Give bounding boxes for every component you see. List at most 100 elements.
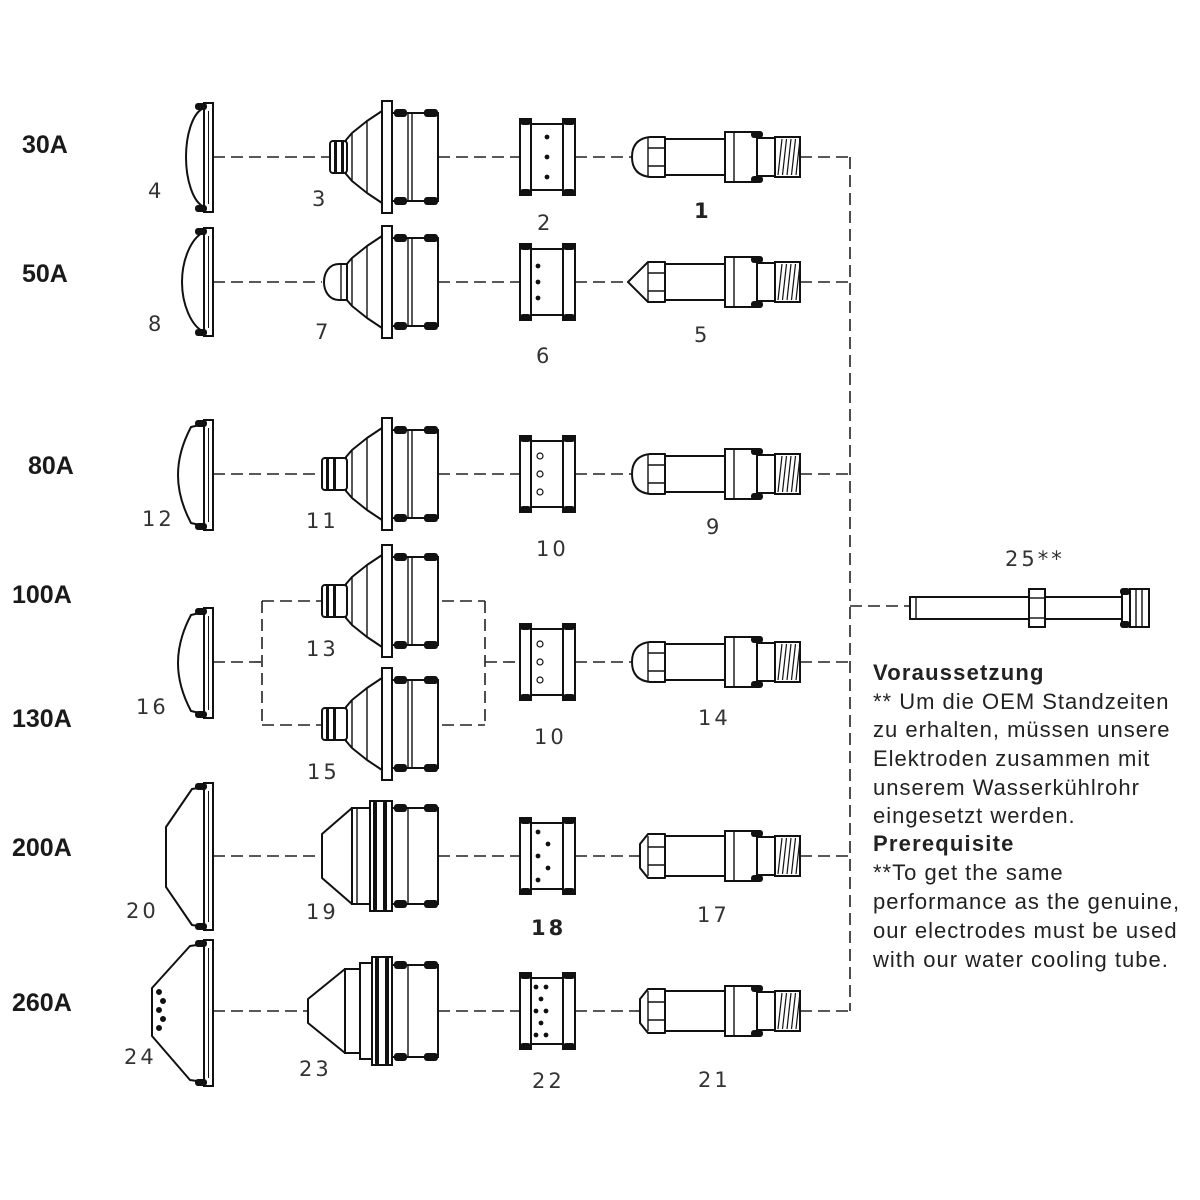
part-number-nozzle-130a: 15 (307, 760, 340, 784)
electrode-body (664, 835, 726, 877)
nozzle-body (391, 807, 439, 905)
part-number-shield: 24 (124, 1045, 157, 1069)
swirl-ring-200a (519, 817, 576, 895)
part-number-labels: 4 3 2 1 8 7 6 5 12 11 10 9 16 13 15 10 1… (124, 179, 1062, 1093)
swirl-hole (538, 1020, 544, 1026)
swirl-ring-right-band (562, 972, 576, 1050)
electrode-body (664, 990, 726, 1032)
amperage-label-50a: 50A (22, 260, 68, 288)
swirl-ring-50a (519, 243, 576, 321)
o-ring (751, 131, 763, 138)
swirl-hole (535, 853, 541, 859)
electrode-neck (756, 262, 776, 302)
shield-front-face (185, 107, 205, 208)
o-ring (424, 197, 438, 205)
part-number-electrode: 14 (698, 706, 731, 730)
shield-o-ring-top (195, 103, 207, 110)
shield-front-face (177, 611, 205, 715)
electrode-neck (756, 137, 776, 177)
swirl-ring-left-band (519, 118, 532, 196)
electrode-collar (724, 256, 758, 308)
o-ring (394, 514, 407, 522)
tip-ring (326, 458, 329, 490)
shield-o-ring-top (195, 228, 207, 235)
o-ring (520, 436, 531, 442)
part-number-nozzle: 19 (306, 900, 339, 924)
part-number-nozzle: 23 (299, 1057, 332, 1081)
shield-o-ring-bottom (195, 205, 207, 212)
shield-cap-100a-130a (177, 607, 214, 719)
electrode-collar (724, 131, 758, 183)
nozzle-260a (307, 956, 439, 1066)
swirl-ring-right-band (562, 435, 576, 513)
o-ring (751, 830, 763, 837)
swirl-hole (533, 1008, 539, 1014)
o-ring (520, 314, 531, 320)
thread-line (786, 138, 792, 176)
nozzle-body (391, 964, 439, 1058)
thread-line (790, 455, 797, 493)
electrode-hex-tip (639, 833, 666, 879)
part-number-nozzle-100a: 13 (306, 637, 339, 661)
thread-line (781, 837, 788, 875)
swirl-ring-left-band (519, 817, 532, 895)
nozzle-100a (321, 544, 439, 658)
o-ring (563, 314, 575, 320)
swirl-hole (536, 658, 544, 666)
nozzle-flange (381, 417, 393, 531)
tip-ring (333, 585, 336, 617)
note-line-german: ** Um die OEM Standzeiten (873, 689, 1169, 714)
shield-vent-hole (156, 988, 163, 995)
thread-line (777, 992, 783, 1030)
electrode-neck (756, 991, 776, 1031)
o-ring (563, 973, 575, 979)
note-line-english: **To get the same (873, 860, 1064, 885)
swirl-hole (533, 1032, 539, 1038)
swirl-hole (544, 174, 550, 180)
swirl-ring-260a (519, 972, 576, 1050)
swirl-hole (543, 984, 549, 990)
swirl-hole (533, 984, 539, 990)
note-line-german: eingesetzt werden. (873, 803, 1076, 828)
o-ring (751, 301, 763, 308)
o-ring (394, 676, 407, 684)
electrode-collar (724, 636, 758, 688)
shield-cap-260a (151, 939, 214, 1087)
o-ring (563, 506, 575, 512)
swirl-ring-30a (519, 118, 576, 196)
part-number-shield: 16 (136, 695, 169, 719)
nozzle-50a (323, 225, 439, 339)
nozzle-body (391, 429, 439, 519)
o-ring (563, 694, 575, 700)
swirl-hole (535, 279, 541, 285)
part-number-swirl-ring: 6 (536, 344, 552, 368)
thread-line (790, 643, 797, 681)
electrode-body (664, 643, 726, 681)
o-ring (394, 426, 407, 434)
shield-o-ring-bottom (195, 329, 207, 336)
flange-band (385, 957, 389, 1065)
electrode-body (664, 263, 726, 301)
o-ring (394, 961, 407, 969)
prerequisite-note: Voraussetzung ** Um die OEM Standzeiten … (872, 660, 1179, 972)
o-ring (751, 681, 763, 688)
o-ring (394, 764, 407, 772)
electrode-260a (639, 985, 801, 1037)
shield-o-ring-bottom (195, 1079, 207, 1086)
o-ring (751, 1030, 763, 1037)
shield-o-ring-bottom (195, 923, 207, 930)
electrode-hex-tip (639, 988, 666, 1034)
shield-o-ring-top (195, 420, 207, 427)
thread-line (795, 837, 801, 875)
shield-front-face (151, 943, 205, 1083)
shield-o-ring-bottom (195, 711, 207, 718)
shield-vent-hole (160, 997, 167, 1004)
swirl-hole (536, 452, 544, 460)
thread-line (790, 992, 797, 1030)
thread-line (795, 138, 801, 176)
o-ring (424, 804, 438, 812)
thread-line (790, 263, 797, 301)
swirl-hole (544, 154, 550, 160)
thread-line (777, 837, 783, 875)
